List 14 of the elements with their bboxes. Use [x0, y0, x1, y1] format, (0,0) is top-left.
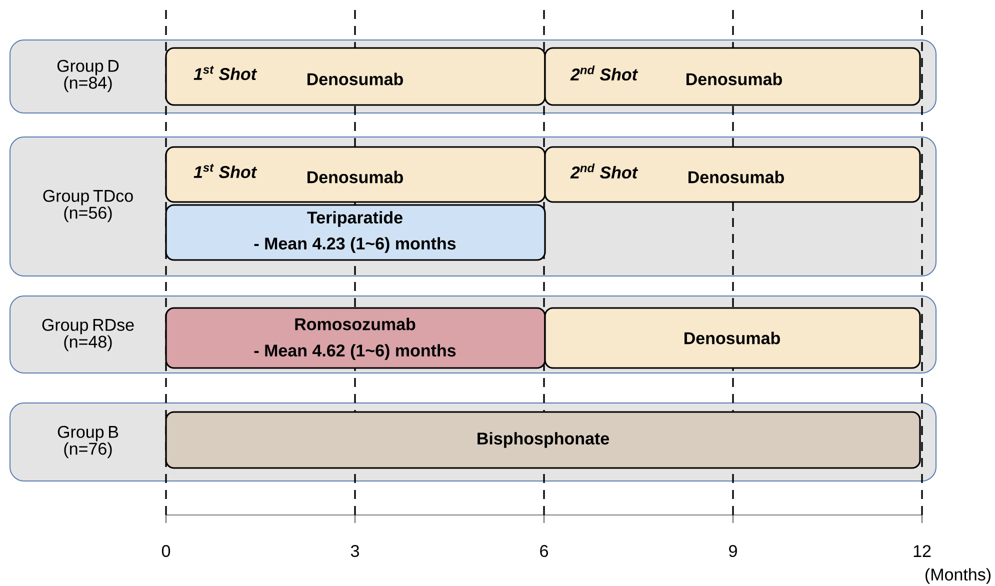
tick-label: 0 [162, 544, 170, 558]
treatment-box: 1$^{st}$ Shot Denosumab [165, 47, 546, 106]
treatment-box: 2$^{nd}$ Shot Denosumab [544, 146, 921, 203]
tick-label: 6 [540, 544, 548, 558]
tick-label: 9 [729, 544, 737, 558]
treatment-box: Teriparatide - Mean 4.23 (1~6) months [165, 204, 546, 261]
treatment-box: 1$^{st}$ Shot Denosumab [165, 146, 546, 203]
treatment-box: Bisphosphonate [165, 411, 921, 469]
treatment-box: 2$^{nd}$ Shot Denosumab [544, 47, 921, 106]
axis-unit: (Months) [926, 568, 990, 584]
treatment-box: Denosumab [544, 307, 921, 369]
tick-label: 12 [914, 545, 931, 557]
treatment-box: Romosozumab - Mean 4.62 (1~6) months [165, 307, 546, 369]
tick-label: 3 [350, 544, 359, 558]
